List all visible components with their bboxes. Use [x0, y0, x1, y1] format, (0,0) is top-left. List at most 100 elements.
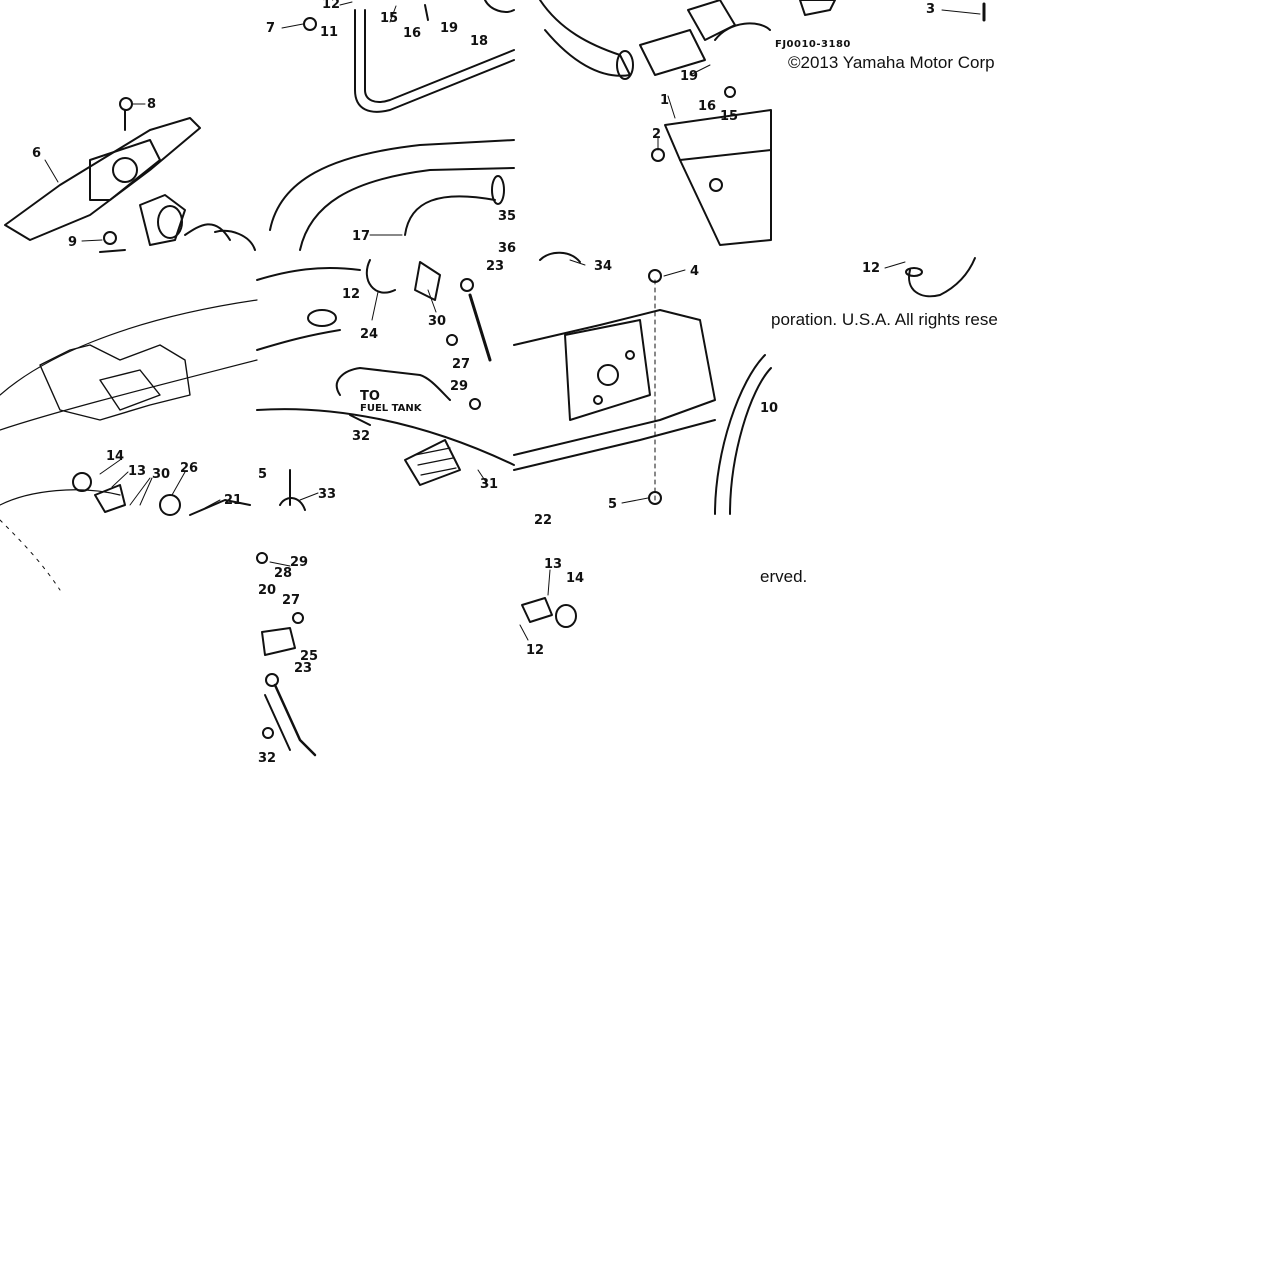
leader-34 — [569, 259, 586, 266]
leader-3 — [941, 9, 981, 15]
leader-1 — [667, 95, 676, 119]
label-17: 17 — [352, 229, 370, 244]
label-19: 19 — [440, 21, 458, 36]
clamp-line — [184, 223, 231, 241]
label-35: 35 — [498, 209, 516, 224]
leader-13b — [547, 569, 551, 596]
leader-12-top — [339, 1, 353, 6]
part-labels: 8 6 9 14 13 30 26 21 7 12 11 15 16 19 18… — [32, 0, 935, 766]
part-code: FJ0010-3180 — [775, 39, 851, 50]
clamp-23 — [460, 278, 474, 292]
hose-bellow — [214, 230, 256, 251]
water-box-plate — [564, 319, 651, 421]
leader-30 — [427, 289, 437, 313]
leader-13 — [111, 471, 129, 488]
hull-outline — [0, 299, 258, 396]
hose-lower-2 — [264, 694, 291, 751]
joint-18 — [484, 0, 515, 13]
label-29-e: 29 — [290, 555, 308, 570]
clamp-26 — [159, 494, 181, 516]
label-2: 2 — [652, 127, 661, 142]
label-19-c: 19 — [680, 69, 698, 84]
leader-29b — [269, 561, 291, 567]
label-34: 34 — [594, 259, 612, 274]
leader-7 — [281, 23, 304, 29]
flange-port — [157, 205, 183, 239]
hose-24 — [365, 259, 396, 294]
label-25: 25 — [300, 649, 318, 664]
label-13: 13 — [128, 464, 146, 479]
leader-31 — [477, 469, 489, 486]
label-10: 10 — [760, 401, 778, 416]
clamp-19 — [714, 22, 771, 41]
box-1 — [664, 109, 772, 246]
bolt-27-b — [292, 612, 304, 624]
copyright-fragment-3: erved. — [760, 567, 808, 586]
nut-29 — [469, 398, 481, 410]
leader-19 — [689, 64, 711, 76]
hull-sketch — [0, 519, 61, 591]
hull-cover-group — [0, 97, 258, 516]
cover-plate — [4, 117, 201, 241]
label-30: 30 — [152, 467, 170, 482]
fwd-marker — [799, 0, 836, 16]
bolt-4 — [648, 269, 662, 283]
label-5-b: 5 — [258, 467, 267, 482]
label-9: 9 — [68, 235, 77, 250]
leader-33 — [299, 492, 319, 501]
label-7: 7 — [266, 21, 275, 36]
leader-9 — [81, 239, 103, 242]
fuel-tank-note-line1: TO — [360, 389, 380, 404]
label-16-c: 16 — [698, 99, 716, 114]
leader-24 — [371, 291, 379, 321]
bellow — [404, 439, 461, 486]
fuel-line — [335, 367, 451, 401]
exhaust-group — [256, 0, 515, 511]
engine-bay-frame — [39, 344, 191, 421]
label-23: 23 — [486, 259, 504, 274]
pipe-top — [539, 0, 631, 77]
engine-bay-unit — [99, 369, 161, 411]
leader-4 — [663, 269, 686, 277]
hose-11-inner — [364, 9, 515, 103]
leader-30b — [139, 477, 153, 506]
plate-bolt-b — [593, 395, 603, 405]
label-21: 21 — [224, 493, 242, 508]
leader-12 — [884, 261, 906, 269]
label-12-d: 12 — [862, 261, 880, 276]
label-32: 32 — [352, 429, 370, 444]
nut-14-b — [555, 604, 577, 628]
lower-left-group — [256, 552, 317, 757]
lower-mid-group — [0, 519, 577, 641]
clip-32 — [349, 414, 371, 426]
label-24: 24 — [360, 327, 378, 342]
flange — [139, 194, 186, 246]
box-1-lip — [679, 149, 772, 161]
hose-21 — [189, 499, 251, 516]
label-12-mid: 12 — [342, 287, 360, 302]
label-32-e: 32 — [258, 751, 276, 766]
bellow-upper-2 — [687, 0, 736, 41]
nut-29-b — [256, 552, 268, 564]
pipe-upper-inner — [299, 167, 515, 251]
label-33: 33 — [318, 487, 336, 502]
label-14-f: 14 — [566, 571, 584, 586]
hose-12 — [908, 257, 976, 298]
label-26: 26 — [180, 461, 198, 476]
grommet-2 — [651, 148, 665, 162]
hose-lower — [273, 683, 317, 757]
cover-bracket — [89, 139, 161, 201]
label-1: 1 — [660, 93, 669, 108]
hose-10 — [714, 354, 766, 515]
label-15-c: 15 — [720, 109, 738, 124]
leader-14 — [99, 459, 121, 475]
box-1-hole — [709, 178, 723, 192]
bolt-27 — [446, 334, 458, 346]
grommet-5 — [648, 491, 662, 505]
plate-hole — [597, 364, 619, 386]
hull-rear — [0, 489, 121, 506]
fitting-13-b — [521, 597, 553, 623]
label-5: 5 — [608, 497, 617, 512]
